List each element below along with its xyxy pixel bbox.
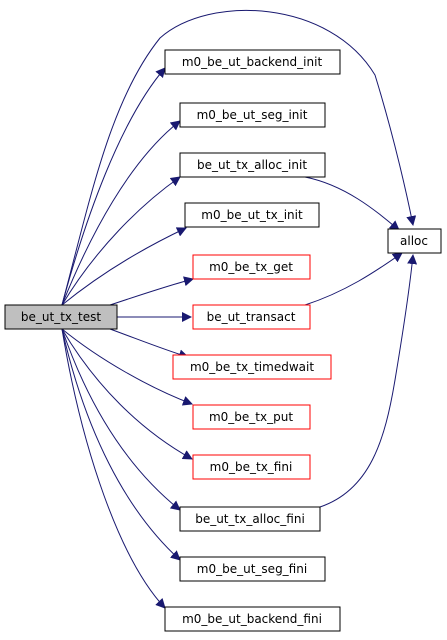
node-m0-be-tx-put[interactable]: m0_be_tx_put: [192, 404, 311, 430]
node-box: [192, 404, 311, 430]
edge-root-to-m0-be-tx-get: [109, 276, 194, 306]
edge-root-to-be-ut-tx-alloc-init: [61, 176, 181, 306]
edge-root-to-be-ut-tx-alloc-fini: [61, 328, 181, 511]
edge-root-to-m0-be-tx-put: [61, 328, 193, 406]
edge-root-to-m0-be-tx-fini: [61, 328, 193, 460]
edge-root-to-m0-be-ut-backend-fini: [61, 328, 166, 609]
node-label: be_ut_tx_alloc_init: [197, 158, 307, 172]
edge-root-to-alloc: [61, 9, 417, 306]
edge-root-to-m0-be-ut-seg-fini: [61, 328, 181, 561]
node-box: [179, 506, 321, 532]
node-box: [179, 556, 326, 582]
node-box: [164, 49, 341, 75]
node-box: [192, 304, 311, 330]
node-box: [179, 102, 326, 128]
node-box: [192, 254, 311, 280]
node-alloc[interactable]: alloc: [387, 228, 442, 254]
node-box: [184, 202, 320, 228]
node-box: [387, 228, 442, 254]
node-m0-be-tx-get[interactable]: m0_be_tx_get: [192, 254, 311, 280]
node-label: m0_be_tx_fini: [210, 460, 293, 474]
node-box: [179, 152, 326, 178]
edge-be-ut-transact-to-alloc: [304, 252, 403, 306]
node-label: m0_be_ut_tx_init: [201, 208, 303, 222]
node-m0-be-ut-tx-init[interactable]: m0_be_ut_tx_init: [184, 202, 320, 228]
node-box: [172, 354, 332, 380]
node-label: m0_be_ut_backend_fini: [182, 612, 322, 626]
node-m0-be-tx-timedwait[interactable]: m0_be_tx_timedwait: [172, 354, 332, 380]
node-be-ut-tx-alloc-init[interactable]: be_ut_tx_alloc_init: [179, 152, 326, 178]
edge-be-ut-tx-alloc-init-to-alloc: [304, 176, 400, 231]
node-label: m0_be_tx_get: [209, 260, 293, 274]
edge-be-ut-tx-alloc-fini-to-alloc: [319, 254, 418, 508]
node-m0-be-ut-backend-fini[interactable]: m0_be_ut_backend_fini: [164, 606, 341, 632]
node-label: m0_be_ut_backend_init: [182, 55, 323, 69]
node-m0-be-ut-backend-init[interactable]: m0_be_ut_backend_init: [164, 49, 341, 75]
node-be-ut-transact[interactable]: be_ut_transact: [192, 304, 311, 330]
edge-root-to-m0-be-ut-seg-init: [61, 120, 181, 306]
node-be-ut-tx-alloc-fini[interactable]: be_ut_tx_alloc_fini: [179, 506, 321, 532]
edge-root-to-m0-be-ut-tx-init: [61, 227, 187, 306]
node-m0-be-ut-seg-fini[interactable]: m0_be_ut_seg_fini: [179, 556, 326, 582]
node-label: be_ut_tx_alloc_fini: [195, 512, 305, 526]
edges: [61, 9, 418, 609]
node-label: be_ut_transact: [207, 310, 296, 324]
node-box: [192, 454, 311, 480]
node-m0-be-tx-fini[interactable]: m0_be_tx_fini: [192, 454, 311, 480]
node-m0-be-ut-seg-init[interactable]: m0_be_ut_seg_init: [179, 102, 326, 128]
node-label: m0_be_ut_seg_fini: [197, 562, 307, 576]
node-label: m0_be_tx_timedwait: [190, 360, 314, 374]
edge-root-to-m0-be-tx-timedwait: [109, 328, 189, 360]
node-label: alloc: [400, 234, 428, 248]
edge-root-to-m0-be-ut-backend-init: [61, 67, 166, 306]
node-be-ut-tx-test[interactable]: be_ut_tx_test: [4, 304, 118, 330]
node-box: [164, 606, 341, 632]
node-box: [4, 304, 118, 330]
node-label: m0_be_tx_put: [209, 410, 293, 424]
node-label: be_ut_tx_test: [21, 310, 101, 324]
node-label: m0_be_ut_seg_init: [197, 108, 308, 122]
